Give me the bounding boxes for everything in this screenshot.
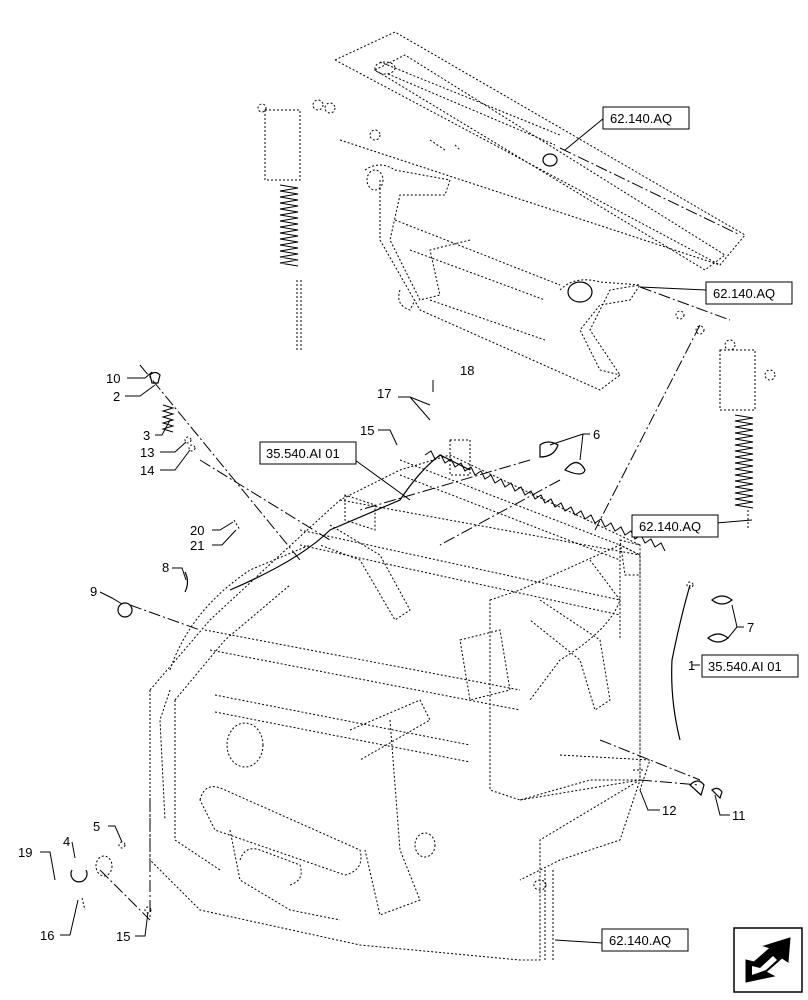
svg-text:62.140.AQ: 62.140.AQ <box>639 519 701 534</box>
callout-7: 7 <box>747 620 754 635</box>
callout-2: 2 <box>113 389 120 404</box>
svg-text:62.140.AQ: 62.140.AQ <box>610 111 672 126</box>
hose-part-1 <box>671 581 694 741</box>
callout-18: 18 <box>460 363 474 378</box>
direction-arrow-icon[interactable] <box>733 927 803 993</box>
callout-1: 1 <box>688 658 695 673</box>
callout-3: 3 <box>143 428 150 443</box>
callout-10: 10 <box>106 371 120 386</box>
callout-numbers: 10 2 3 13 14 18 17 15 6 20 21 8 9 7 1 5 … <box>18 363 754 944</box>
callout-21: 21 <box>190 538 204 553</box>
callout-15-bottom: 15 <box>116 929 130 944</box>
callout-17: 17 <box>377 386 391 401</box>
callout-11: 11 <box>732 808 746 823</box>
svg-text:62.140.AQ: 62.140.AQ <box>609 933 671 948</box>
callout-6: 6 <box>593 427 600 442</box>
reference-62140aq-bottom[interactable]: 62.140.AQ <box>601 928 689 952</box>
svg-text:35.540.AI 01: 35.540.AI 01 <box>708 659 782 674</box>
callout-12: 12 <box>662 803 676 818</box>
callout-14: 14 <box>140 463 154 478</box>
reference-35540ai01-left[interactable]: 35.540.AI 01 <box>259 441 357 465</box>
upper-frame-assembly <box>333 31 746 391</box>
svg-text:35.540.AI 01: 35.540.AI 01 <box>266 446 340 461</box>
callout-15-top: 15 <box>360 423 374 438</box>
callout-20: 20 <box>190 523 204 538</box>
callout-5: 5 <box>93 819 100 834</box>
reference-62140aq-right-upper[interactable]: 62.140.AQ <box>705 281 793 305</box>
callout-16: 16 <box>40 928 54 943</box>
reference-62140aq-right-middle[interactable]: 62.140.AQ <box>631 514 719 538</box>
callout-8: 8 <box>162 560 169 575</box>
callout-13: 13 <box>140 445 154 460</box>
clamp-part-7 <box>707 595 733 643</box>
upper-left-spring <box>257 99 381 350</box>
callout-4: 4 <box>63 834 70 849</box>
clamp-part-6 <box>539 441 586 475</box>
callout-9: 9 <box>90 584 97 599</box>
small-hardware-left <box>70 371 723 914</box>
main-chassis <box>149 454 651 961</box>
callout-19: 19 <box>18 845 32 860</box>
upper-roller <box>374 61 561 167</box>
reference-35540ai01-right[interactable]: 35.540.AI 01 <box>701 654 799 678</box>
svg-text:62.140.AQ: 62.140.AQ <box>713 286 775 301</box>
reference-62140aq-top[interactable]: 62.140.AQ <box>602 106 690 130</box>
tension-spring-assembly <box>424 439 666 576</box>
